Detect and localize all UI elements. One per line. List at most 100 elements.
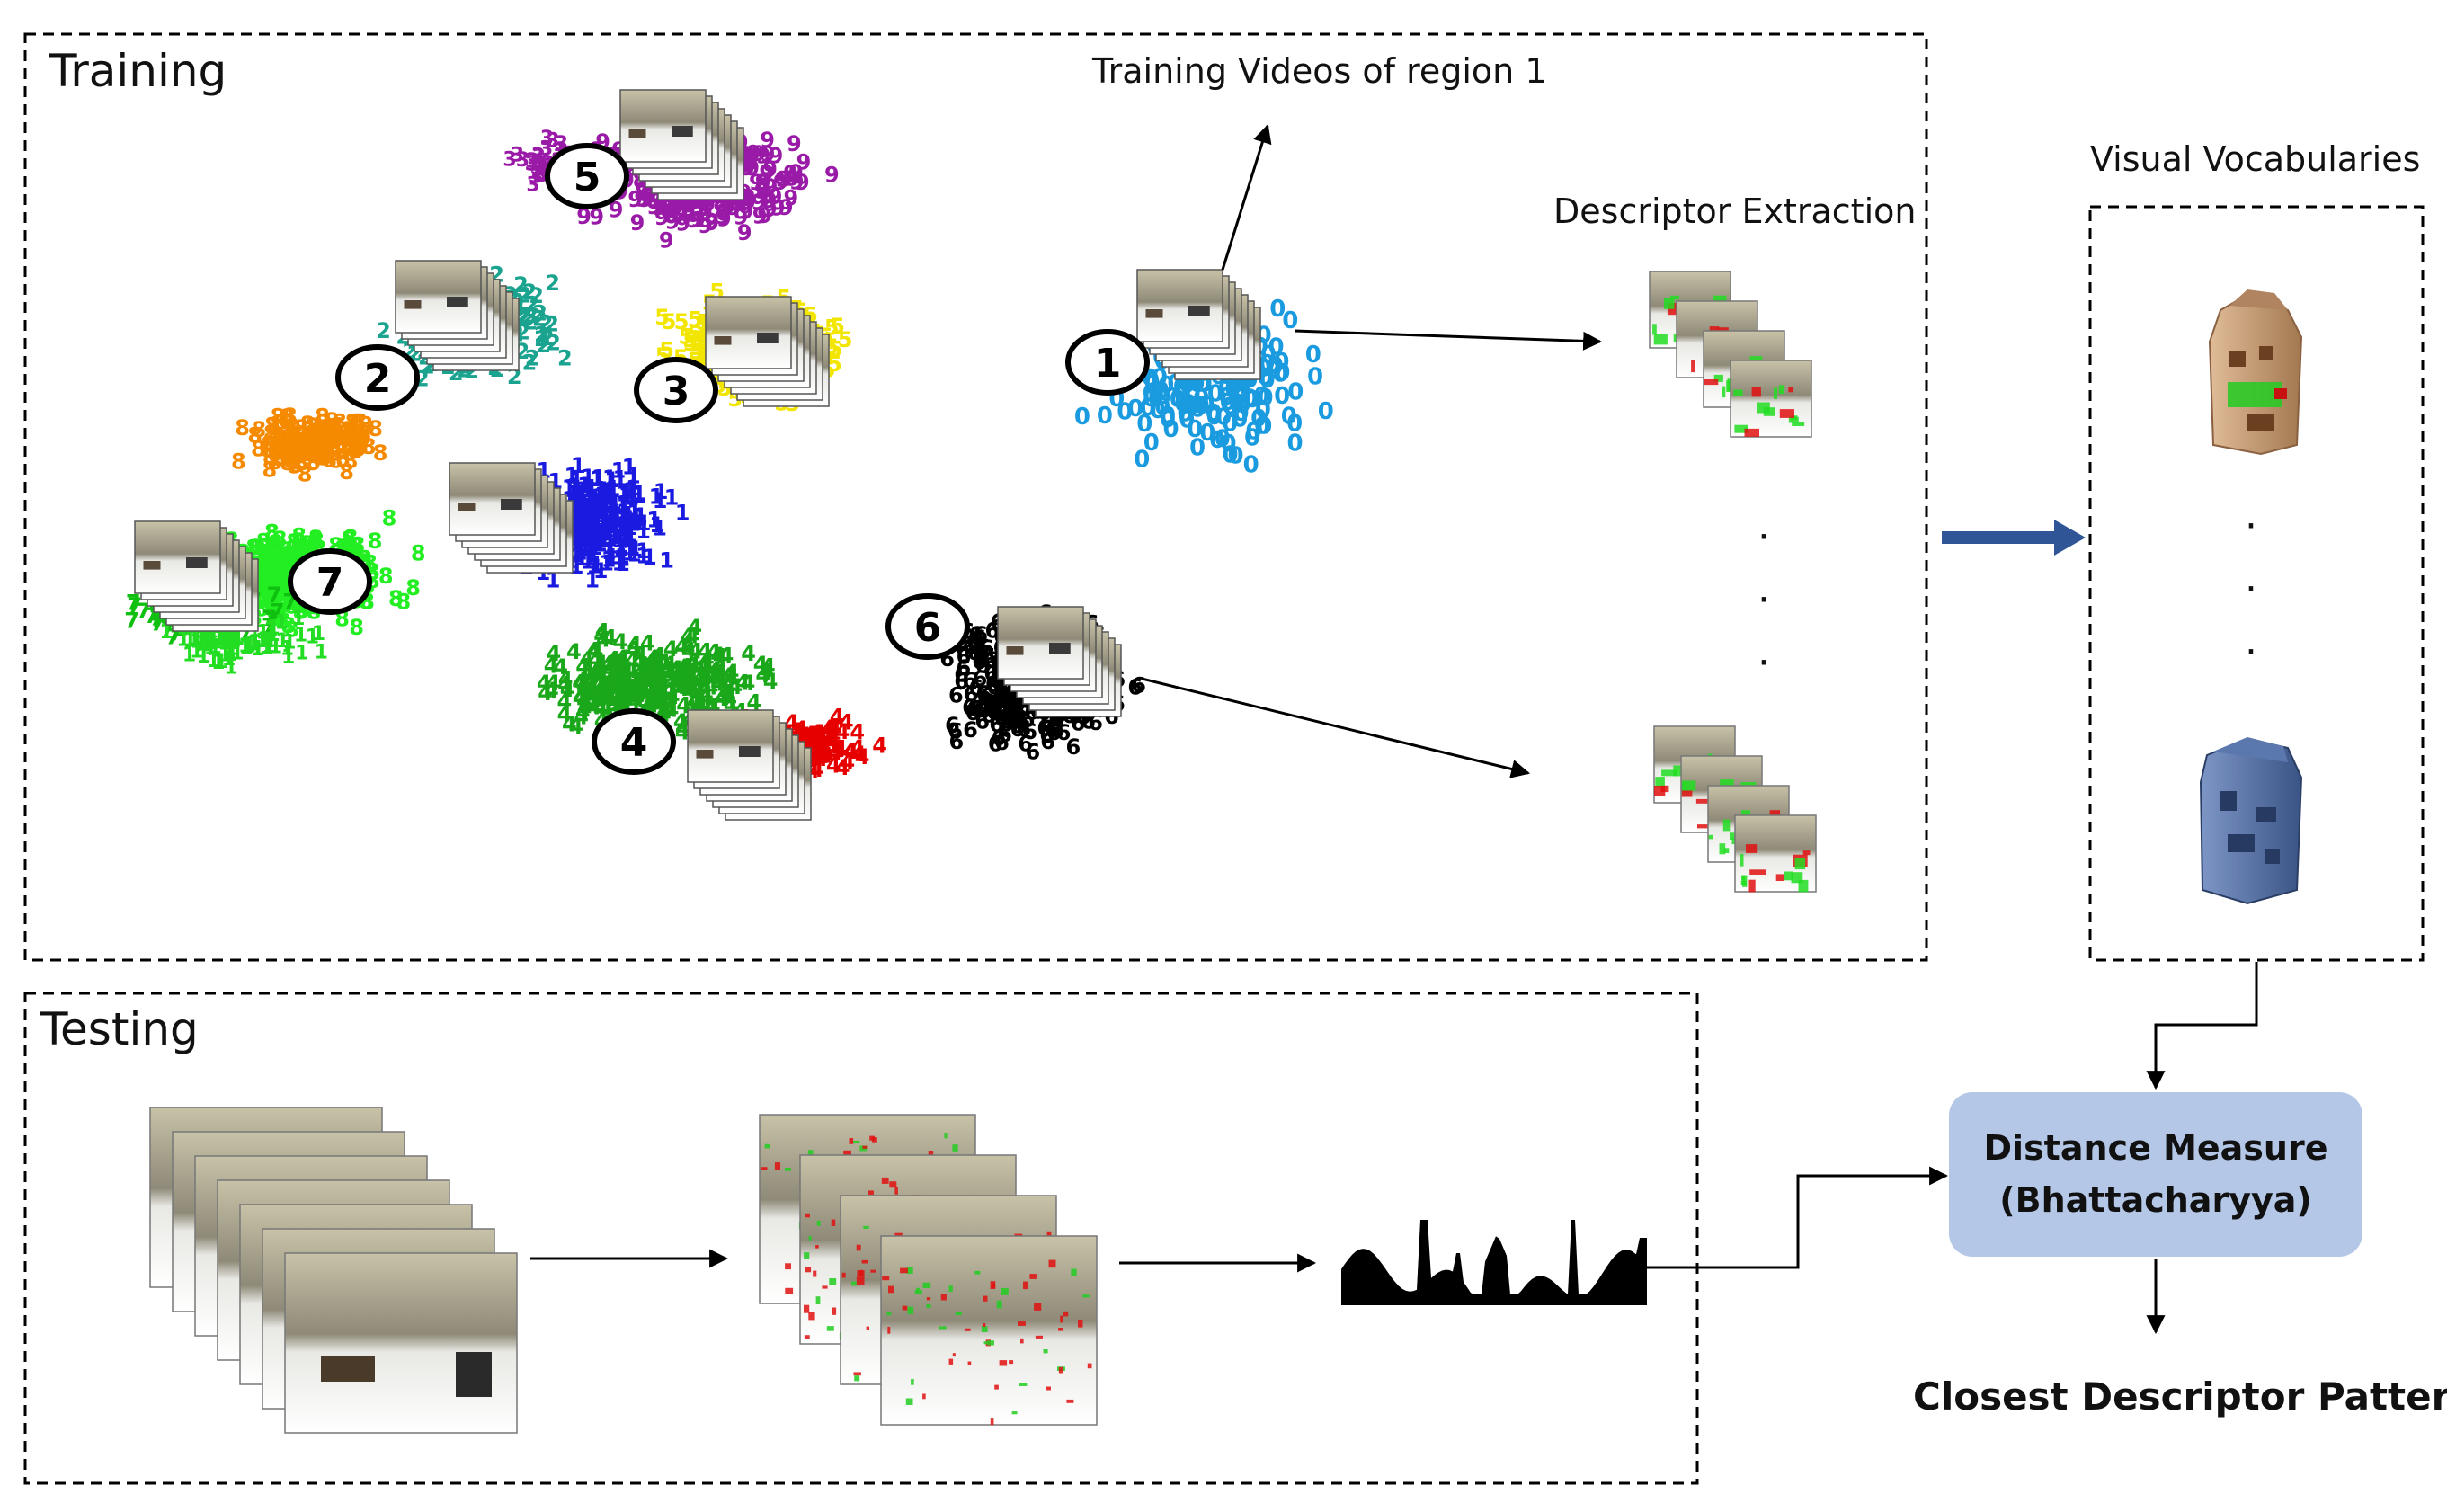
scatter-digit: 9: [752, 141, 767, 166]
scatter-digit: 2: [532, 306, 547, 331]
scatter-digit: 1: [198, 629, 211, 652]
scatter-digit: 2: [525, 346, 540, 371]
scatter-digit: 0: [1154, 394, 1170, 421]
scatter-digit: 5: [828, 336, 843, 361]
scatter-digit: 4: [828, 740, 843, 765]
scatter-digit: 0: [1189, 435, 1206, 462]
scatter-digit: 4: [843, 739, 859, 764]
arrow-region1-to-extraction: [1294, 329, 1603, 351]
scatter-digit: 0: [1221, 431, 1237, 458]
scatter-digit: 9: [761, 142, 776, 167]
scatter-digit: 9: [734, 205, 749, 230]
scatter-digit: 2: [522, 280, 538, 305]
region-badge-5: 5: [545, 143, 629, 209]
scatter-digit: 4: [850, 736, 865, 761]
arrow-to-vocabularies: [1942, 520, 2086, 556]
scatter-digit: 4: [679, 654, 694, 680]
scatter-digit: 0: [1233, 400, 1250, 427]
scatter-digit: 0: [1254, 413, 1270, 440]
scatter-digit: 9: [630, 210, 645, 236]
scatter-digit: 9: [751, 190, 766, 215]
scatter-digit: 9: [704, 210, 719, 236]
scatter-digit: 4: [832, 737, 847, 762]
scatter-digit: 4: [826, 723, 841, 748]
scatter-digit: 9: [787, 131, 802, 156]
scatter-digit: 9: [796, 150, 812, 175]
scatter-digit: 1: [578, 537, 593, 562]
svg-text:·: ·: [2245, 629, 2257, 675]
vocab-frame: [2088, 205, 2425, 962]
scatter-digit: 9: [785, 166, 800, 191]
descriptor-stack-top: [1649, 271, 1812, 438]
scatter-digit: 0: [1185, 381, 1201, 408]
scatter-digit: 9: [742, 152, 757, 177]
scatter-digit: 0: [1194, 393, 1210, 420]
scatter-digit: 0: [1222, 410, 1238, 437]
scatter-digit: 0: [1143, 430, 1160, 457]
testing-title: Testing: [40, 1003, 199, 1055]
scatter-digit: 4: [841, 750, 856, 775]
scatter-digit: 9: [744, 156, 760, 181]
scatter-digit: 9: [716, 204, 731, 229]
scatter-digit: 4: [816, 742, 832, 767]
scatter-digit: 5: [838, 327, 853, 352]
scatter-digit: 4: [810, 720, 825, 745]
scatter-digit: 0: [1134, 447, 1150, 474]
scatter-digit: 9: [741, 190, 756, 215]
scatter-digit: 9: [681, 202, 697, 227]
scatter-digit: 8: [263, 421, 279, 446]
scatter-digit: 6: [1026, 740, 1041, 765]
scatter-digit: 5: [827, 351, 842, 377]
scatter-digit: 9: [773, 170, 788, 195]
scatter-digit: 9: [652, 195, 667, 220]
scatter-digit: 9: [762, 197, 778, 222]
scatter-digit: 9: [716, 207, 732, 232]
scatter-digit: 2: [545, 271, 560, 296]
svg-text:7: 7: [316, 560, 344, 606]
scatter-digit: 1: [653, 488, 668, 513]
scatter-digit: 0: [1215, 426, 1231, 453]
scatter-digit: 1: [280, 638, 294, 661]
svg-text:·: ·: [1757, 577, 1770, 623]
scatter-digit: 4: [803, 726, 818, 752]
bag-blue-icon: [2199, 737, 2303, 905]
scatter-digit: 0: [1235, 391, 1251, 418]
svg-text:6: 6: [914, 605, 942, 651]
scatter-digit: 0: [1177, 400, 1193, 427]
arrow-region6-to-extraction: [1141, 677, 1531, 778]
scatter-digit: 0: [1223, 442, 1239, 469]
scatter-digit: 0: [1250, 405, 1267, 432]
scatter-digit: 4: [598, 681, 613, 707]
scatter-digit: 2: [532, 301, 547, 326]
scatter-digit: 0: [1258, 385, 1274, 412]
scatter-digit: 5: [679, 324, 694, 349]
scatter-digit: 8: [378, 564, 394, 589]
scatter-digit: 9: [690, 208, 706, 233]
scatter-digit: 4: [872, 734, 887, 759]
scatter-digit: 9: [638, 187, 654, 212]
scatter-digit: 6: [992, 725, 1007, 751]
scatter-digit: 9: [664, 203, 680, 228]
scatter-digit: 4: [850, 719, 865, 744]
region-badge-6: 6: [885, 593, 970, 660]
scatter-digit: 0: [1318, 398, 1334, 425]
scatter-digit: 4: [822, 716, 837, 741]
scatter-digit: 0: [1206, 400, 1222, 427]
scatter-digit: 3: [529, 165, 542, 188]
arrow-vocab-to-distance: [2146, 962, 2258, 1090]
scatter-digit: 0: [1160, 403, 1176, 430]
scatter-digit: 9: [768, 184, 783, 209]
region-badge-7: 7: [288, 548, 372, 615]
scatter-digit: 4: [814, 743, 830, 769]
scatter-digit: 4: [832, 735, 848, 760]
scatter-digit: 0: [1158, 372, 1174, 399]
scatter-digit: 8: [411, 540, 426, 565]
svg-text:·: ·: [1757, 640, 1770, 686]
scatter-digit: 4: [811, 743, 826, 769]
scatter-digit: 6: [1066, 734, 1081, 760]
scatter-digit: 0: [1241, 386, 1258, 413]
scatter-digit: 2: [544, 311, 559, 336]
scatter-digit: 0: [1206, 401, 1223, 428]
